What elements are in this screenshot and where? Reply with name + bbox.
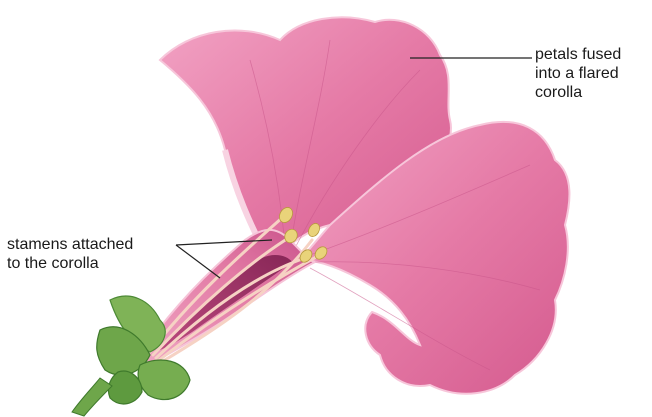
petals-label-line-3: corolla xyxy=(535,83,621,102)
petals-label-line-2: into a flared xyxy=(535,64,621,83)
sepal xyxy=(108,371,142,404)
stamens-label-line-2: to the corolla xyxy=(7,254,133,273)
petals-label: petals fused into a flared corolla xyxy=(535,45,621,102)
petals-label-line-1: petals fused xyxy=(535,45,621,64)
stem xyxy=(72,378,112,416)
stamens-label: stamens attached to the corolla xyxy=(7,235,133,273)
stamens-label-line-1: stamens attached xyxy=(7,235,133,254)
sepal xyxy=(138,360,190,400)
